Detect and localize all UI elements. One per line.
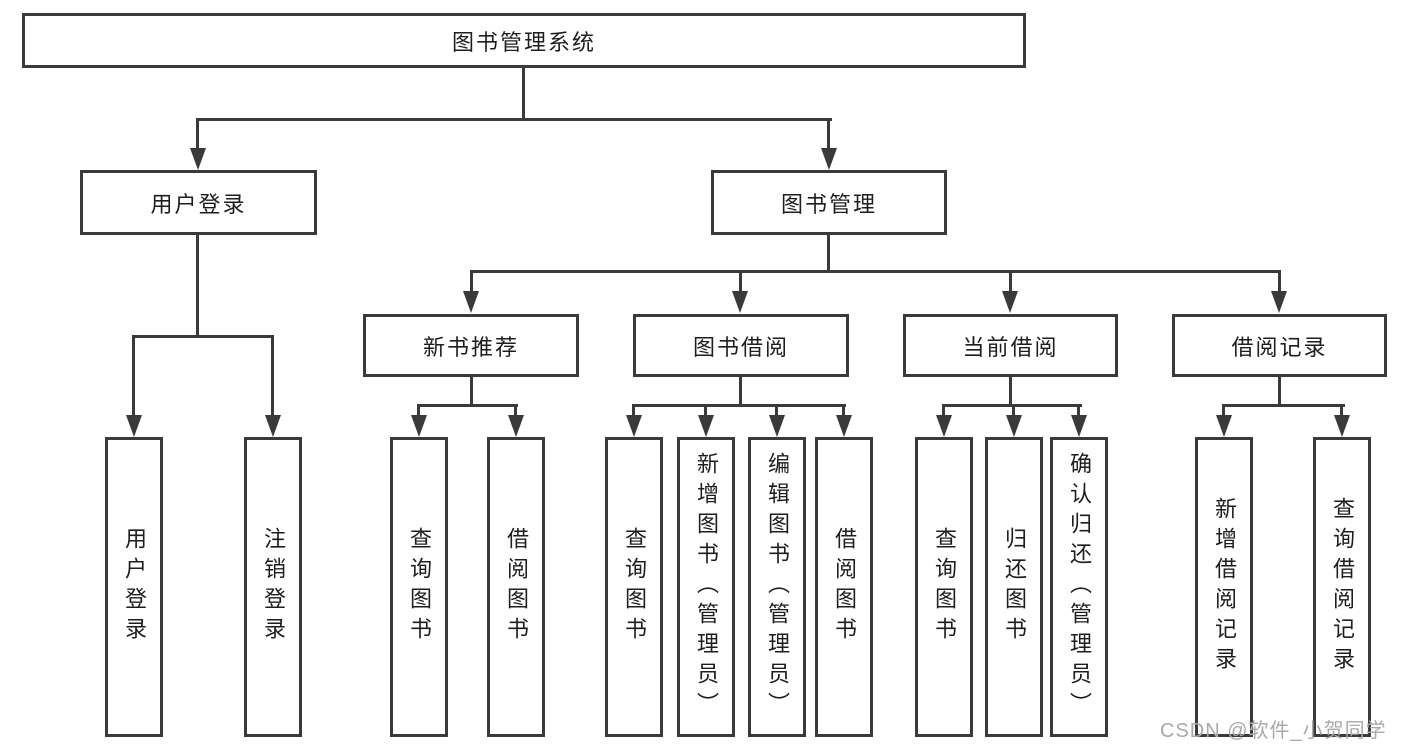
arrowhead-down-icon [769,415,785,437]
connector-line [417,404,420,417]
connector-line [775,404,778,417]
leaf-confirm-return-admin: 确认归还（管理员） [1050,437,1108,737]
connector-line [1009,270,1012,293]
connector-line [1222,404,1225,417]
node-current-borrow: 当前借阅 [903,314,1118,377]
leaf-label: 注销登录 [261,527,286,647]
node-label: 图书管理系统 [451,29,596,55]
node-label: 用户登录 [150,191,247,217]
node-root: 图书管理系统 [22,13,1026,68]
leaf-label: 查询图书 [407,527,432,647]
leaf-query-borrow-record: 查询借阅记录 [1313,437,1371,737]
connector-line [632,404,635,417]
connector-line [470,375,473,406]
arrowhead-down-icon [508,415,524,437]
connector-line [196,118,199,152]
node-label: 新书推荐 [422,334,519,360]
connector-line [632,404,846,407]
arrowhead-down-icon [1006,415,1022,437]
node-label: 借阅记录 [1231,334,1328,360]
connector-line [739,375,742,406]
node-label: 图书借阅 [692,334,789,360]
connector-line [704,404,707,417]
connector-line [470,270,1281,273]
arrowhead-down-icon [698,415,714,437]
arrowhead-down-icon [1334,415,1350,437]
connector-line [1009,375,1012,406]
arrowhead-down-icon [732,291,748,313]
arrowhead-down-icon [265,415,281,437]
connector-line [827,233,830,272]
arrowhead-down-icon [1002,291,1018,313]
connector-line [1340,404,1343,417]
leaf-current-query-book: 查询图书 [915,437,973,737]
arrowhead-down-icon [126,415,142,437]
leaf-add-borrow-record: 新增借阅记录 [1195,437,1253,737]
connector-line [842,404,845,417]
leaf-newbook-borrow-book: 借阅图书 [487,437,545,737]
connector-line [132,335,274,338]
leaf-label: 确认归还（管理员） [1067,452,1092,722]
node-book-management: 图书管理 [711,170,947,235]
connector-line [470,270,473,293]
node-borrow-records: 借阅记录 [1172,314,1387,377]
connector-line [942,404,945,417]
connector-line [1278,270,1281,293]
arrowhead-down-icon [190,148,206,170]
connector-line [196,233,199,337]
leaf-borrow-book: 借阅图书 [815,437,873,737]
arrowhead-down-icon [411,415,427,437]
arrowhead-down-icon [836,415,852,437]
connector-line [739,270,742,293]
arrowhead-down-icon [821,148,837,170]
connector-line [271,335,274,417]
node-label: 图书管理 [780,191,877,217]
node-new-book-recommend: 新书推荐 [363,314,579,377]
connector-line [1278,375,1281,406]
connector-line [132,335,135,417]
connector-line [196,118,832,121]
leaf-newbook-query-book: 查询图书 [390,437,448,737]
node-book-borrow: 图书借阅 [633,314,849,377]
leaf-add-book-admin: 新增图书（管理员） [677,437,735,737]
leaf-label: 编辑图书（管理员） [765,452,790,722]
leaf-label: 用户登录 [122,527,147,647]
leaf-label: 查询借阅记录 [1330,497,1355,677]
arrowhead-down-icon [1271,291,1287,313]
leaf-edit-book-admin: 编辑图书（管理员） [748,437,806,737]
leaf-label: 借阅图书 [832,527,857,647]
connector-line [417,404,518,407]
leaf-borrow-query-book: 查询图书 [605,437,663,737]
leaf-label: 新增图书（管理员） [694,452,719,722]
leaf-label: 归还图书 [1002,527,1027,647]
leaf-user-login: 用户登录 [105,437,163,737]
arrowhead-down-icon [936,415,952,437]
connector-line [1077,404,1080,417]
leaf-label: 借阅图书 [504,527,529,647]
arrowhead-down-icon [1216,415,1232,437]
leaf-logout: 注销登录 [244,437,302,737]
watermark: CSDN @软件_小贺同学 [1160,720,1387,742]
leaf-label: 查询图书 [622,527,647,647]
connector-line [1222,404,1345,407]
connector-line [827,118,830,152]
node-label: 当前借阅 [962,334,1059,360]
connector-line [514,404,517,417]
arrowhead-down-icon [1071,415,1087,437]
leaf-label: 新增借阅记录 [1212,497,1237,677]
connector-line [522,68,525,121]
leaf-label: 查询图书 [932,527,957,647]
leaf-return-book: 归还图书 [985,437,1043,737]
arrowhead-down-icon [463,291,479,313]
node-user-login: 用户登录 [80,170,317,235]
connector-line [1012,404,1015,417]
arrowhead-down-icon [626,415,642,437]
